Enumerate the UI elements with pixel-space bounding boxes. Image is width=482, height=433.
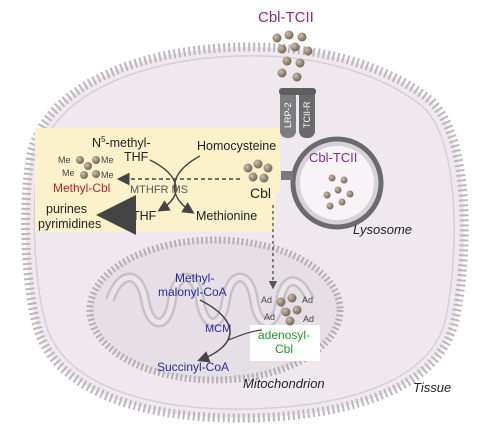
lysosome-label: Lysosome [353,222,412,237]
lysosome-icon [290,136,384,230]
me-label-3: Me [62,168,75,178]
cbl-center-cluster-icon [243,159,273,183]
lysosome-to-cbl-connector [281,171,293,180]
folate-output-box [35,190,275,232]
n5-methyl-label: N5-methyl- [92,135,151,150]
receptor-icon [279,88,316,138]
purines-label: purines [46,202,87,216]
n5-to-thf-arrow [149,159,177,212]
homocysteine-label: Homocysteine [197,139,276,153]
cbl-tcii-outside-label: Cbl-TCII [258,9,314,26]
methylmalonyl-to-succinyl-arrow [197,299,231,363]
tissue-label: Tissue [413,380,451,395]
cbl-tcii-lysosome-label: Cbl-TCII [309,150,357,165]
cbl-center-label: Cbl [250,185,271,201]
lysosome-cobalamin-dots [323,174,354,210]
methionine-label: Methionine [196,209,257,223]
methyl-cbl-cluster-icon [76,156,100,179]
ad-label-1: Ad [261,295,272,305]
methylmalonyl-coa-label-1: Methyl- [175,271,214,285]
me-label-4: Me [101,170,114,180]
ad-label-2: Ad [302,295,313,305]
cobalamin-cluster-icon [272,30,313,82]
me-label-1: Me [58,155,71,165]
adenosyl-cbl-label-1: adenosyl- [258,328,310,342]
mcm-label: MCM [205,323,231,335]
adenosyl-cbl-cofactor-arrow [227,329,263,341]
cell-membrane-inner [33,55,455,410]
thf-bottom-label: THF [132,209,157,223]
adenosyl-box [250,325,320,361]
me-label-2: Me [101,155,114,165]
lrp2-label: LRP-2 [283,102,293,128]
adenosyl-cbl-cluster-icon [276,293,302,326]
methionine-cycle-box [35,128,280,193]
adenosyl-cbl-label-2: Cbl [275,342,293,356]
methylmalonyl-coa-label-2: malonyl-CoA [158,285,227,299]
thf-top-label: THF [124,150,149,164]
ad-label-4: Ad [303,314,314,324]
methyl-cbl-label: Methyl-Cbl [53,181,110,195]
succinyl-coa-label: Succinyl-CoA [157,360,229,374]
ad-label-3: Ad [264,312,275,322]
mitochondrion-label: Mitochondrion [243,376,325,391]
homocysteine-to-methionine-arrow [173,155,201,214]
tcii-r-label: TCII-R [302,101,312,128]
pyrimidines-label: pyrimidines [38,217,101,231]
mthfr-ms-label: MTHFR MS [130,184,188,196]
